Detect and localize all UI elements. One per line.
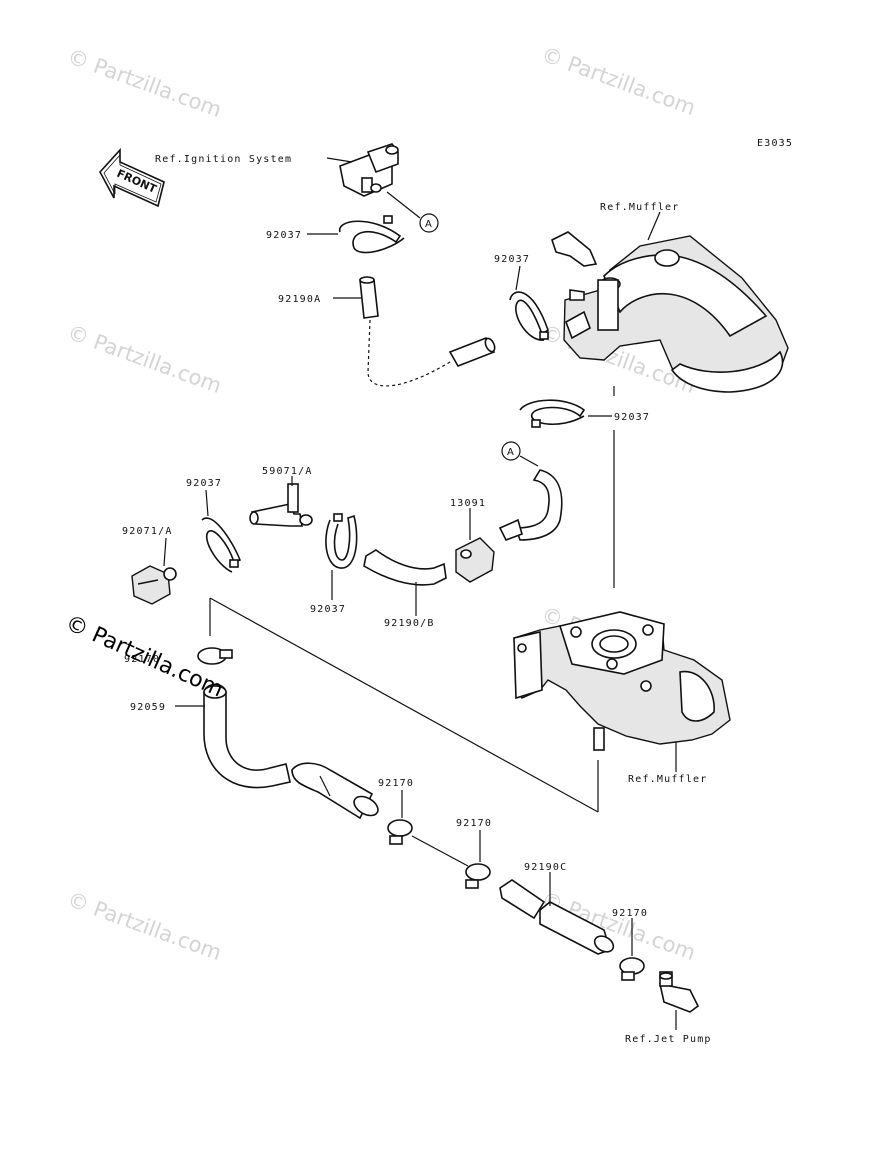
hose-segment-middle bbox=[448, 337, 496, 367]
label-13091: 13091 bbox=[450, 498, 486, 509]
diagram-code: E3035 bbox=[757, 138, 793, 149]
callout-a-mid bbox=[501, 441, 521, 461]
label-92170-partial: 92170 bbox=[124, 654, 160, 665]
clamp-92037-left bbox=[201, 517, 242, 573]
leader-ref-muffler-top bbox=[647, 211, 661, 241]
jet-pump-fitting bbox=[658, 971, 700, 1013]
hose-a-end bbox=[498, 518, 523, 542]
clamp-92037-center bbox=[325, 513, 358, 569]
leader-92037-d bbox=[205, 489, 209, 517]
part-13091 bbox=[455, 537, 495, 583]
clamp-92170-b bbox=[465, 863, 491, 889]
callout-a-top-text: A bbox=[425, 219, 432, 230]
clamp-92170-a bbox=[387, 819, 413, 845]
leader-ref-ignition bbox=[326, 157, 353, 163]
ignition-fitting bbox=[339, 143, 399, 197]
label-92190c: 92190C bbox=[524, 862, 567, 873]
label-ref-jet-pump: Ref.Jet Pump bbox=[625, 1034, 712, 1045]
dashed-route-92190a bbox=[367, 319, 451, 387]
clamp-92170-partial bbox=[197, 647, 233, 665]
label-92037-b: 92037 bbox=[494, 254, 530, 265]
link-92170-a bbox=[411, 835, 469, 867]
clamp-92037-top bbox=[339, 215, 405, 254]
label-92190a: 92190A bbox=[278, 294, 321, 305]
label-92170-b: 92170 bbox=[456, 818, 492, 829]
muffler-lower bbox=[513, 611, 731, 751]
label-ref-ignition: Ref.Ignition System bbox=[155, 154, 292, 165]
label-92037-c: 92037 bbox=[614, 412, 650, 423]
label-92170-a: 92170 bbox=[378, 778, 414, 789]
label-59071a: 59071/A bbox=[262, 466, 313, 477]
label-92037-a: 92037 bbox=[266, 230, 302, 241]
clamp-92037-muffler bbox=[509, 291, 549, 341]
hose-large-middle bbox=[291, 762, 379, 820]
callout-a-top bbox=[419, 213, 439, 233]
muffler-upper bbox=[551, 231, 789, 393]
label-92037-d: 92037 bbox=[186, 478, 222, 489]
leader-92071a bbox=[163, 537, 167, 567]
leader-callout-a-top bbox=[386, 191, 421, 219]
label-92190b: 92190/B bbox=[384, 618, 435, 629]
clamp-92037-mid bbox=[519, 399, 586, 428]
label-ref-muffler-top: Ref.Muffler bbox=[600, 202, 679, 213]
label-92037-e: 92037 bbox=[310, 604, 346, 615]
callout-a-mid-text: A bbox=[507, 447, 514, 458]
hose-92059 bbox=[203, 683, 291, 789]
hose-92059-end bbox=[203, 685, 227, 699]
label-92071a: 92071/A bbox=[122, 526, 173, 537]
watermark-mid-left: © Partzilla.com bbox=[64, 320, 224, 398]
watermark-top-left: © Partzilla.com bbox=[64, 44, 224, 122]
hose-92190b bbox=[363, 549, 447, 586]
hose-92190a bbox=[359, 276, 379, 319]
label-ref-muffler-bottom: Ref.Muffler bbox=[628, 774, 707, 785]
hose-a-to-13091 bbox=[514, 469, 563, 541]
leader-92037-b bbox=[515, 265, 521, 291]
hose-92190c bbox=[499, 879, 615, 955]
label-92170-c: 92170 bbox=[612, 908, 648, 919]
clamp-92170-c bbox=[619, 957, 645, 981]
label-92059: 92059 bbox=[130, 702, 166, 713]
leader-callout-a-mid bbox=[519, 455, 539, 467]
part-92071a bbox=[131, 565, 177, 605]
route-line-diagonal bbox=[209, 597, 599, 813]
watermark-top-right: © Partzilla.com bbox=[538, 42, 698, 120]
fitting-59071a bbox=[249, 483, 313, 527]
watermark-bottom-left: © Partzilla.com bbox=[64, 887, 224, 965]
